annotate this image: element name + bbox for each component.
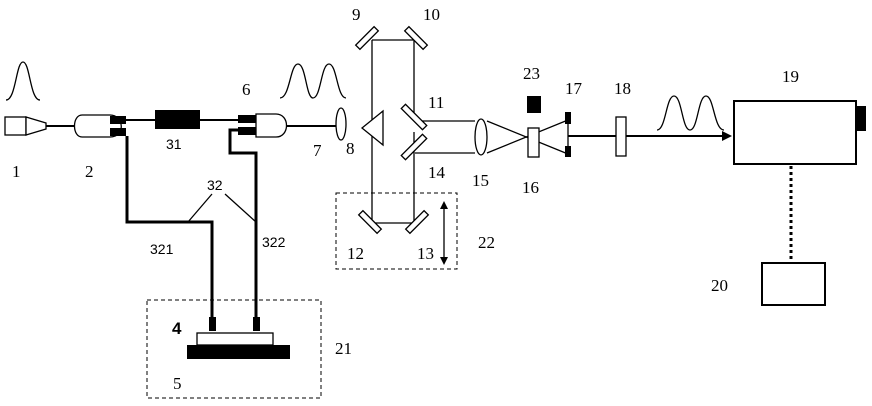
probe-tip-322 [253,317,260,331]
label-7: 7 [313,141,322,160]
label-32: 32 [207,177,223,193]
component-23 [527,96,541,113]
label-10: 10 [423,5,440,24]
detector-port [856,106,866,131]
label-22: 22 [478,233,495,252]
sample-4 [197,333,273,345]
label-31: 31 [166,136,182,152]
lens-7 [336,108,346,140]
label-19: 19 [782,67,799,86]
label-322: 322 [262,234,286,250]
arrow-head-down [440,257,448,265]
fiber-coupler-6 [238,114,336,137]
delay-line-beam [372,40,475,223]
mirror-12 [359,211,382,234]
label-4: 4 [172,319,182,338]
fiber-arm-322 [230,130,256,318]
label-17: 17 [565,79,583,98]
stage-5 [187,345,290,359]
label-23: 23 [523,64,540,83]
pointer-32-left [188,194,212,222]
fiber-arm-321 [127,136,212,318]
label-14: 14 [428,163,446,182]
label-12: 12 [347,244,364,263]
label-21: 21 [335,339,352,358]
label-6: 6 [242,80,251,99]
label-13: 13 [417,244,434,263]
label-15: 15 [472,171,489,190]
probe-tip-321 [209,317,216,331]
computer-20 [762,263,825,305]
label-5: 5 [173,374,182,393]
label-1: 1 [12,162,21,181]
mirror-13 [406,211,429,234]
crystal-16 [528,128,539,157]
laser-source-1 [5,117,75,135]
double-pulse-waveform-output [657,96,724,130]
output-beam-arrow [722,131,732,141]
fiber-coupler-2 [75,115,127,137]
pointer-32-right [225,194,256,222]
label-321: 321 [150,241,174,257]
lens-15 [475,119,487,155]
label-9: 9 [352,5,361,24]
arrow-head-up [440,201,448,209]
filter-18 [616,117,626,156]
label-20: 20 [711,276,728,295]
label-16: 16 [522,178,539,197]
double-pulse-waveform-6 [280,64,346,98]
detector-19 [734,101,856,164]
label-8: 8 [346,139,355,158]
single-pulse-waveform [6,62,40,100]
aperture-blade-bottom [565,146,571,157]
fiber-component-31 [155,110,200,129]
aperture-blade-top [565,112,571,124]
label-2: 2 [85,162,94,181]
label-18: 18 [614,79,631,98]
mirror-9 [356,27,379,50]
mirror-10 [405,27,428,50]
label-11: 11 [428,93,444,112]
